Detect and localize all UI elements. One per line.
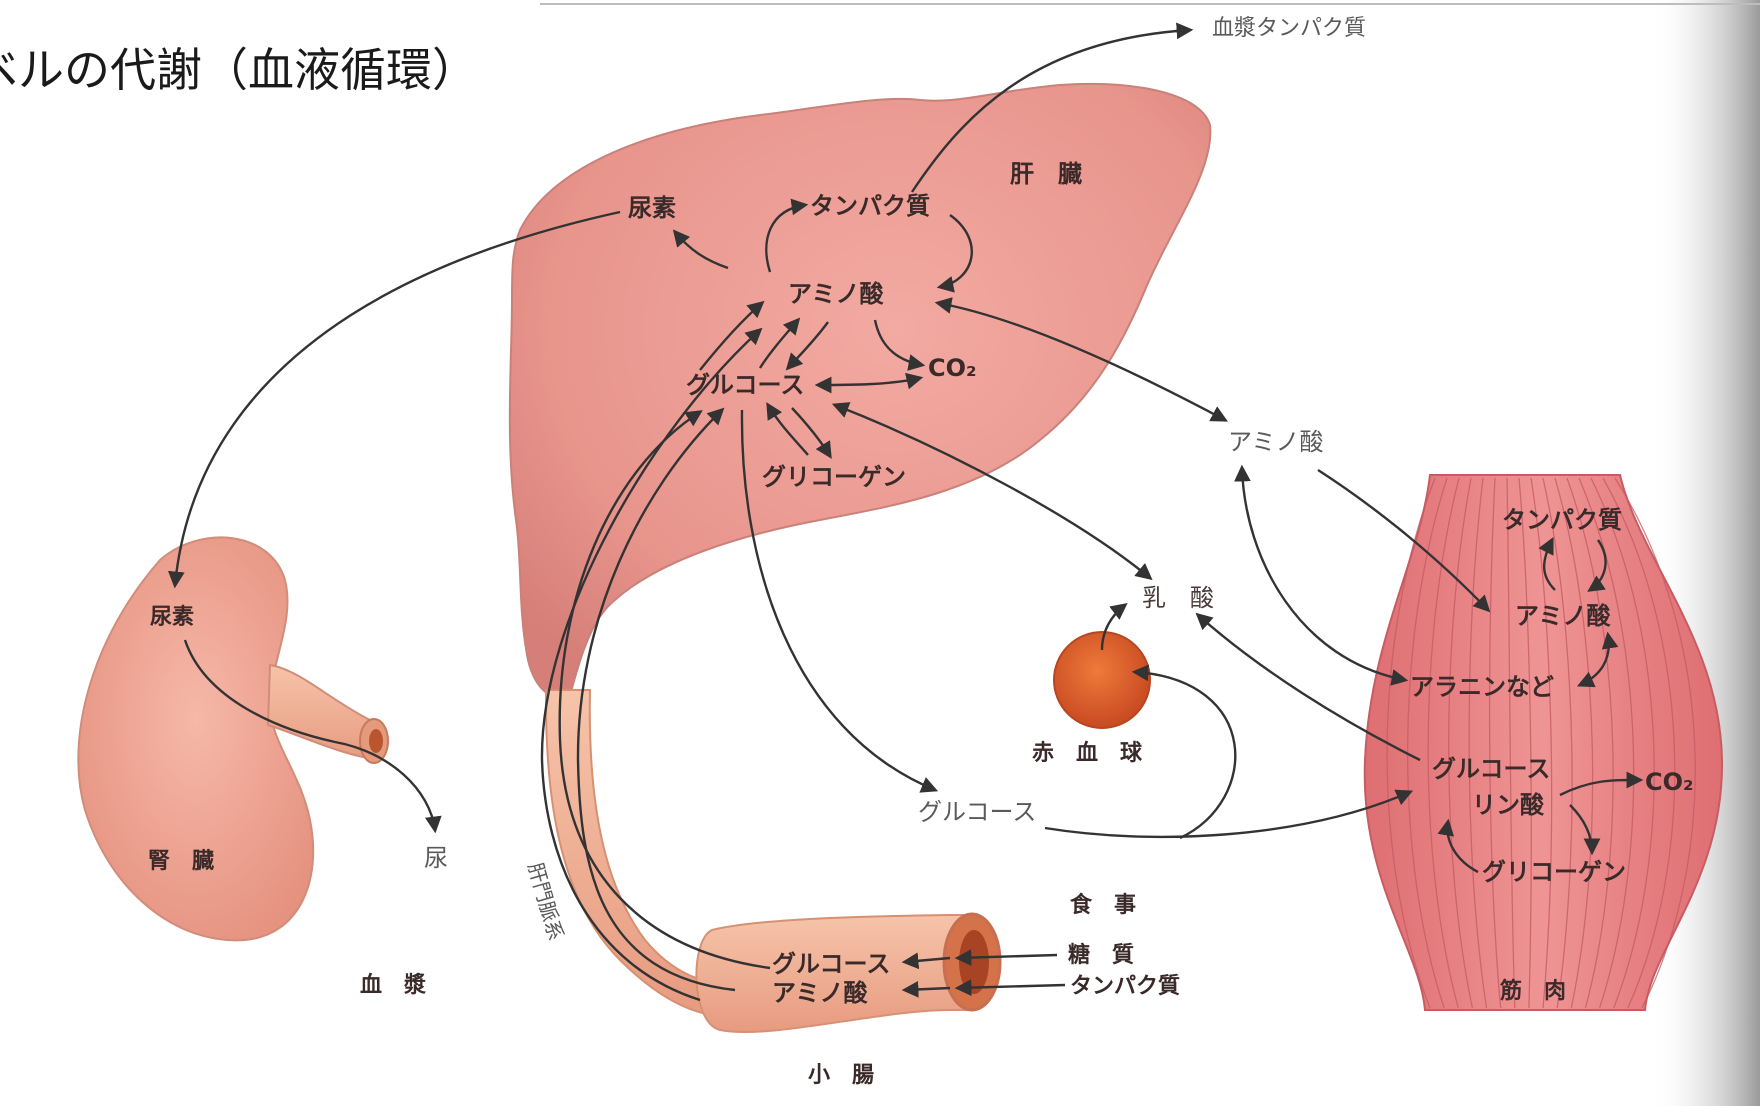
arrow-protein-in — [954, 979, 1066, 997]
liver-shape — [508, 82, 1212, 700]
urine-label: 尿 — [424, 844, 448, 872]
arrow-phosphate-to-glycogen — [1569, 804, 1601, 856]
plasma-protein-label: 血漿タンパク質 — [1212, 16, 1366, 41]
liver-glucose-label: グルコース — [686, 371, 804, 399]
liver-urea-label: 尿素 — [628, 194, 676, 222]
muscle-fiber-line — [1554, 477, 1594, 1009]
muscle-protein-label: タンパク質 — [1502, 506, 1622, 534]
muscle-fiber-line — [1386, 477, 1436, 1009]
arrow-sugar-in — [954, 949, 1058, 966]
portal-label: 肝門脈系 — [523, 860, 568, 944]
arrow-rbc-to-lactate — [1100, 602, 1128, 651]
meal-label: 食 事 — [1070, 892, 1136, 918]
muscle-fiber-line — [1448, 477, 1474, 1009]
arrow-glucose-to-glycogen — [791, 407, 832, 459]
lactate-label: 乳 酸 — [1142, 584, 1214, 612]
muscle-fiber-line — [1427, 477, 1460, 1009]
arrow-amino-to-co2 — [873, 319, 926, 371]
arrow-muscle-amino-alanine — [1576, 631, 1619, 688]
arrow-glucose-to-amino — [758, 317, 801, 369]
muscle-alanine-label: アラニンなど — [1410, 673, 1554, 701]
ureter-lumen — [369, 729, 383, 753]
intestine-lumen — [959, 930, 989, 994]
muscle-fibers — [1386, 477, 1696, 1009]
muscle-fiber-line — [1542, 477, 1573, 1009]
arrow-glucose-amino-left — [699, 300, 765, 371]
kidney-shape — [77, 536, 315, 942]
muscle-glucose-label: グルコース — [1432, 755, 1550, 783]
arrow-liver-amino-blood-amino — [934, 297, 1228, 422]
arrow-amino-alanine — [1234, 464, 1409, 686]
arrow-urea-to-urine — [183, 639, 442, 834]
food-protein-label: タンパク質 — [1070, 974, 1180, 999]
rbc-label: 赤 血 球 — [1032, 740, 1143, 766]
liver-label: 肝 臓 — [1010, 160, 1082, 188]
arrow-glucose-to-rbc — [1131, 664, 1237, 840]
muscle-fiber-line — [1566, 477, 1614, 1009]
muscle-glycogen-label: グリコーゲン — [1482, 858, 1626, 886]
arrow-amino-to-protein — [765, 198, 809, 273]
kidney-label: 腎 臓 — [148, 849, 214, 874]
arrow-amino-to-urea — [672, 229, 729, 270]
liver-amino-label: アミノ酸 — [788, 280, 885, 308]
arrow-blood-glucose-to-muscle — [1044, 789, 1414, 839]
intestine-glucose-label: グルコース — [772, 950, 890, 978]
intestine-label: 小 腸 — [808, 1063, 874, 1088]
arrow-glucose-lactate — [831, 402, 1153, 581]
intestine-amino-label: アミノ酸 — [772, 979, 869, 1007]
liver-co2-label: CO₂ — [928, 354, 977, 382]
arrow-amino-to-glucose — [785, 321, 829, 371]
muscle-fiber-line — [1488, 477, 1502, 1009]
arrow-liver-glucose-to-blood — [740, 409, 939, 793]
muscle-fiber-line — [1506, 477, 1516, 1009]
kidney-urea-label: 尿素 — [150, 604, 194, 630]
liver-protein-label: タンパク質 — [810, 192, 930, 220]
arrow-portal-glucose — [558, 410, 771, 970]
arrow-blood-amino-to-muscle — [1317, 468, 1491, 613]
arrow-muscle-amino-to-protein — [1538, 536, 1556, 591]
arrow-glycogen-to-phosphate — [1437, 818, 1479, 874]
plasma-label: 血 漿 — [360, 972, 427, 998]
blood-amino-label: アミノ酸 — [1228, 428, 1324, 456]
arrow-glucose-co2 — [814, 372, 924, 394]
flow-arrows — [167, 22, 1644, 1002]
arrow-urea-to-kidney — [167, 210, 621, 589]
liver-glycogen-label: グリコーゲン — [762, 463, 906, 491]
muscle-phosphate-label: リン酸 — [1472, 791, 1545, 819]
arrow-glycogen-to-glucose — [766, 402, 809, 456]
muscle-co2-label: CO₂ — [1645, 768, 1694, 796]
arrow-food-to-amino — [901, 981, 951, 998]
muscle-fiber-line — [1518, 477, 1532, 1009]
blood-glucose-label: グルコース — [918, 798, 1036, 826]
arrow-muscle-protein-to-amino — [1587, 539, 1607, 592]
muscle-fiber-line — [1468, 477, 1488, 1009]
arrow-muscle-to-lactate — [1195, 612, 1421, 762]
muscle-fiber-line — [1406, 477, 1448, 1009]
arrow-phosphate-to-co2 — [1559, 771, 1644, 797]
arrow-food-to-glucose — [901, 952, 951, 970]
red-blood-cell — [1053, 631, 1151, 729]
muscle-fiber-line — [1590, 477, 1655, 1009]
arrow-protein-to-amino — [936, 214, 973, 293]
muscle-fiber-line — [1602, 477, 1676, 1009]
arrow-portal-amino — [576, 407, 736, 992]
page-title: ベルの代謝（血液循環） — [0, 43, 478, 97]
muscle-amino-label: アミノ酸 — [1515, 602, 1612, 630]
arrow-portal-amino-2 — [540, 327, 763, 1002]
muscle-label: 筋 肉 — [1499, 978, 1566, 1004]
muscle-fiber-line — [1614, 477, 1696, 1009]
arrow-protein-to-plasma — [911, 22, 1194, 193]
sugar-label: 糖 質 — [1068, 942, 1134, 968]
